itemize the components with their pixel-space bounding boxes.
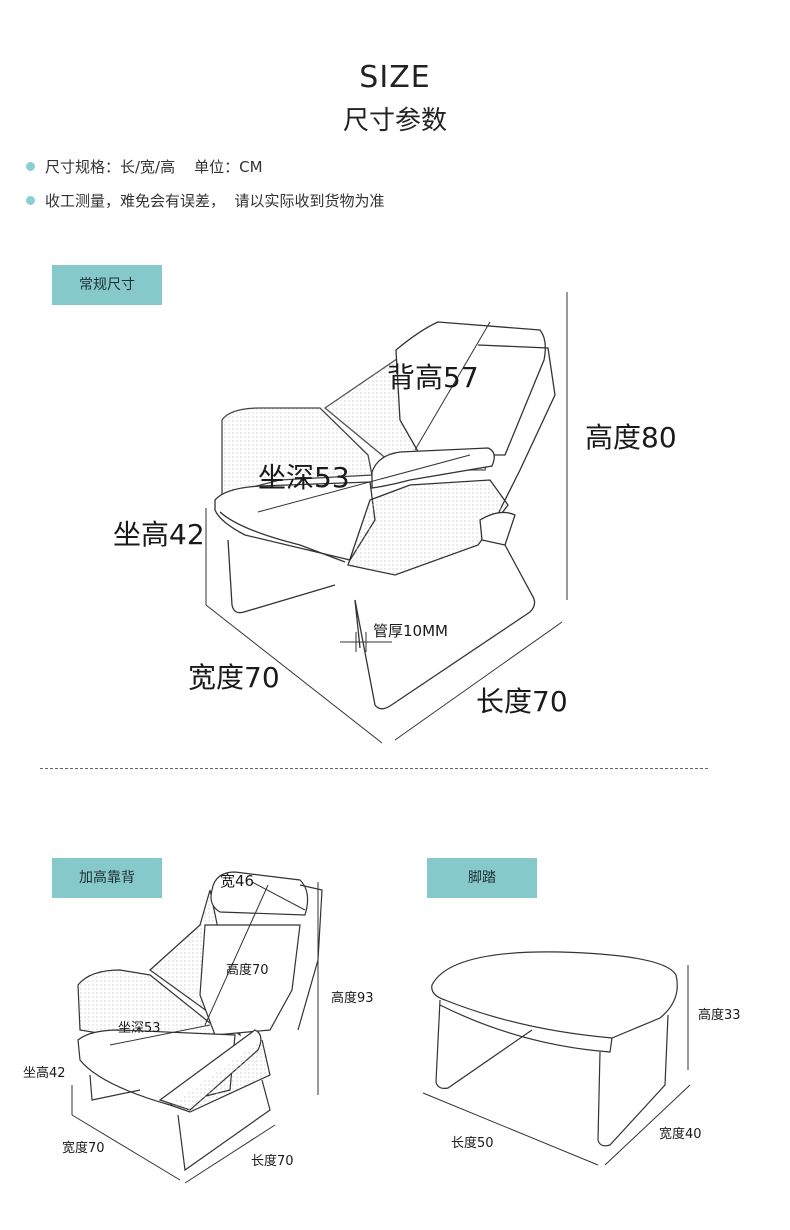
high-back-seat-depth-label: 坐深53	[118, 1021, 161, 1036]
regular-seat-height-label: 坐高42	[113, 518, 205, 551]
high-back-length-label: 长度70	[251, 1154, 294, 1169]
bullet-dot-icon	[26, 196, 35, 205]
tag-regular-size: 常规尺寸	[52, 265, 162, 305]
measure-note-text: 收工测量，难免会有误差， 请以实际收到货物为准	[45, 192, 385, 210]
regular-tube-thickness-label: 管厚10MM	[373, 622, 448, 640]
ottoman-drawing	[431, 951, 678, 1147]
page-title-en: SIZE	[359, 60, 431, 95]
high-back-width-label: 宽度70	[62, 1141, 105, 1156]
regular-back-height-label: 背高57	[387, 361, 479, 394]
spec-note: 尺寸规格：长/宽/高 单位：CM	[26, 156, 263, 177]
high-back-seat-height-label: 坐高42	[23, 1066, 66, 1081]
high-back-chair-drawing	[77, 871, 323, 1172]
high-back-total-height-label: 高度93	[331, 991, 374, 1006]
regular-dimension-lines	[205, 292, 568, 744]
high-back-back-height-label: 高度70	[226, 963, 269, 978]
bullet-dot-icon	[26, 162, 35, 171]
page-title-cn: 尺寸参数	[342, 106, 447, 136]
regular-width-label: 宽度70	[188, 661, 280, 694]
tag-high-back: 加高靠背	[52, 858, 162, 898]
high-back-dimension-lines	[71, 881, 319, 1184]
spec-note-text: 尺寸规格：长/宽/高 单位：CM	[45, 158, 263, 176]
high-back-head-width-label: 宽46	[220, 872, 255, 890]
measure-note: 收工测量，难免会有误差， 请以实际收到货物为准	[26, 190, 385, 211]
regular-length-label: 长度70	[476, 685, 568, 718]
section-divider	[40, 768, 708, 769]
regular-total-height-label: 高度80	[585, 421, 677, 454]
ottoman-width-label: 宽度40	[659, 1127, 702, 1142]
regular-seat-depth-label: 坐深53	[258, 461, 350, 494]
ottoman-dimension-lines	[422, 965, 691, 1166]
ottoman-length-label: 长度50	[451, 1136, 494, 1151]
ottoman-height-label: 高度33	[698, 1008, 741, 1023]
regular-chair-drawing	[214, 321, 556, 710]
tag-ottoman: 脚踏	[427, 858, 537, 898]
